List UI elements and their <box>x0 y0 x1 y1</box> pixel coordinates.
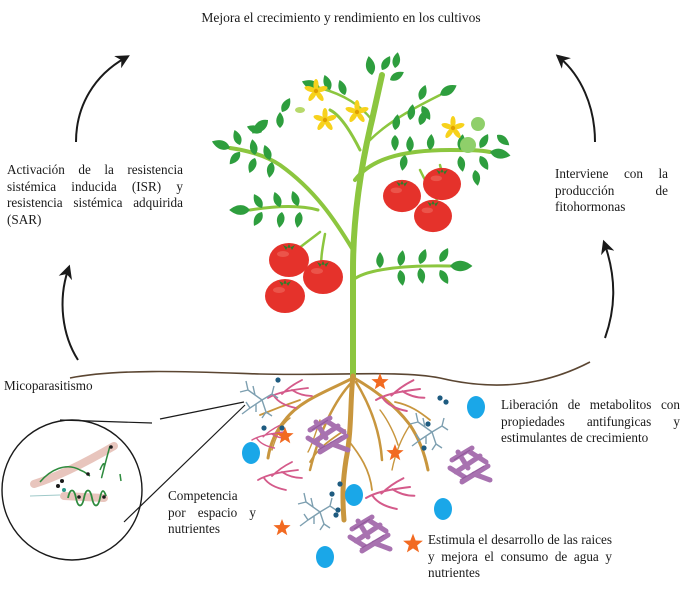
label-isr-sar: Activación de la resistencia sistémica i… <box>7 162 183 227</box>
label-competencia: Competencia por espacio y nutrientes <box>168 488 256 536</box>
arrow-soil-to-fitohormonas <box>601 239 615 339</box>
label-fitohormonas: Interviene con la producción de fitohorm… <box>555 166 668 214</box>
spore-dots <box>261 377 449 518</box>
arrow-fitohormonas-to-top <box>555 54 596 143</box>
micoparasitismo-callout <box>1 401 246 561</box>
legend-metabolite-icon <box>467 397 485 419</box>
plant-flowers <box>295 79 466 140</box>
label-micoparasitismo: Micoparasitismo <box>4 378 93 393</box>
green-tomato <box>460 137 476 153</box>
mycoparasitism-illustration <box>29 442 122 507</box>
legend-star-icon <box>403 533 423 553</box>
label-metabolitos: Liberación de metabolitos con propiedade… <box>501 397 680 445</box>
arrow-micoparasitismo-to-isr <box>58 264 79 361</box>
label-raices: Estimula el desarrollo de las raices y m… <box>428 532 612 580</box>
diagram-title: Mejora el crecimiento y rendimiento en l… <box>201 10 481 25</box>
ripe-tomatoes <box>265 167 461 313</box>
arrow-isr-to-top <box>75 55 130 143</box>
roots <box>259 373 431 523</box>
green-tomato <box>471 117 485 131</box>
